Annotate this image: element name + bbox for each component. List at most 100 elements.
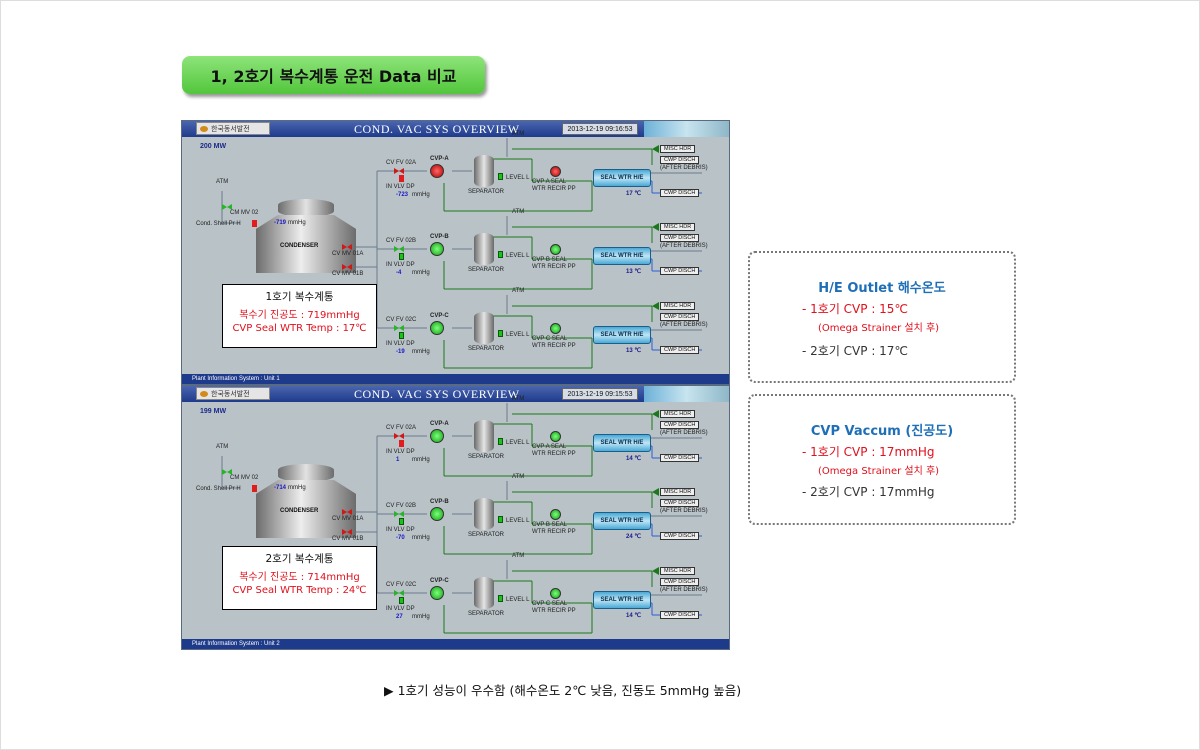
in-vlv-dp-unit: mmHg bbox=[412, 349, 430, 355]
atm-label: ATM bbox=[512, 131, 525, 137]
in-vlv-dp-label: IN VLV DP bbox=[386, 262, 415, 268]
summary-seal-temp: CVP Seal WTR Temp : 17℃ bbox=[232, 323, 367, 334]
in-vlv-dp-label: IN VLV DP bbox=[386, 341, 415, 347]
condenser-vessel: CONDENSER bbox=[256, 199, 356, 273]
in-vlv-dp-label: IN VLV DP bbox=[386, 449, 415, 455]
cvp-label: CVP-A bbox=[430, 421, 449, 427]
seal-recir-pump bbox=[550, 244, 561, 255]
cv-fv-label: CV FV 02C bbox=[386, 582, 417, 588]
screen-title: COND. VAC SYS OVERVIEW bbox=[354, 122, 520, 136]
in-vlv-dp-label: IN VLV DP bbox=[386, 527, 415, 533]
seal-recir-pump bbox=[550, 588, 561, 599]
company-logo: 한국동서발전 bbox=[196, 122, 270, 135]
seal-wtr-heat-exchanger: SEAL WTR H/E bbox=[593, 247, 651, 265]
separator-label: SEPARATOR bbox=[468, 346, 505, 352]
level-indicator bbox=[498, 173, 503, 180]
cwp-disch-tag: CWP DISCH bbox=[660, 156, 700, 164]
note-line-unit1: - 1호기 CVP : 15℃ bbox=[802, 302, 908, 316]
page-title: 1, 2호기 복수계통 운전 Data 비교 bbox=[182, 56, 485, 94]
misc-hdr-arrow bbox=[652, 145, 659, 153]
shell-pressure-value: -714 bbox=[274, 485, 287, 491]
in-vlv-dp-value: -70 bbox=[396, 535, 405, 541]
summary-title: 2호기 복수계통 bbox=[265, 553, 334, 565]
cwp-disch-tag: CWP DISCH bbox=[660, 189, 700, 197]
cond-shell-pressure-label: Cond. Shell Pr H bbox=[196, 221, 241, 227]
misc-hdr-tag: MISC HDR bbox=[660, 567, 696, 575]
level-label: LEVEL L bbox=[506, 175, 530, 181]
cv-fv-label: CV FV 02B bbox=[386, 503, 417, 509]
level-label: LEVEL L bbox=[506, 440, 530, 446]
in-valve-indicator bbox=[399, 175, 404, 182]
in-vlv-dp-unit: mmHg bbox=[412, 614, 430, 620]
header-banner-image bbox=[644, 386, 729, 402]
in-valve-indicator bbox=[399, 597, 404, 604]
level-label: LEVEL L bbox=[506, 253, 530, 259]
cvp-pump bbox=[430, 429, 444, 443]
conclusion-text: ▶ 1호기 성능이 우수함 (해수온도 2℃ 낮음, 진동도 5mmHg 높음) bbox=[384, 683, 742, 698]
separator-tank bbox=[474, 233, 494, 265]
cv-fv-label: CV FV 02C bbox=[386, 317, 417, 323]
cv-fv-valve bbox=[394, 590, 404, 596]
separator-tank bbox=[474, 420, 494, 452]
after-debris-label: (AFTER DEBRIS) bbox=[660, 508, 708, 514]
atm-label: ATM bbox=[512, 396, 525, 402]
shell-pressure-alarm bbox=[252, 485, 257, 492]
cvp-label: CVP-A bbox=[430, 156, 449, 162]
cv-fv-valve bbox=[394, 433, 404, 439]
seal-wtr-temp: 14 ℃ bbox=[626, 456, 642, 462]
misc-hdr-tag: MISC HDR bbox=[660, 410, 696, 418]
shell-pressure-alarm bbox=[252, 220, 257, 227]
recir-pump-label: CVP C SEAL WTR RECIR PP bbox=[532, 601, 576, 614]
atm-label: ATM bbox=[512, 553, 525, 559]
separator-tank bbox=[474, 498, 494, 530]
level-label: LEVEL L bbox=[506, 597, 530, 603]
recir-pump-label: CVP B SEAL WTR RECIR PP bbox=[532, 522, 576, 535]
cv-mv-01b-valve bbox=[342, 529, 352, 535]
cwp-disch-tag: CWP DISCH bbox=[660, 313, 700, 321]
cm-mv-02-valve bbox=[222, 469, 232, 475]
seal-wtr-temp: 24 ℃ bbox=[626, 534, 642, 540]
level-indicator bbox=[498, 516, 503, 523]
separator-tank bbox=[474, 577, 494, 609]
summary-seal-temp: CVP Seal WTR Temp : 24℃ bbox=[232, 585, 367, 596]
load-mw: 199 MW bbox=[200, 408, 227, 415]
in-vlv-dp-label: IN VLV DP bbox=[386, 184, 415, 190]
seal-wtr-temp: 17 ℃ bbox=[626, 191, 642, 197]
cv-mv-01b-label: CV MV 01B bbox=[332, 536, 364, 542]
misc-hdr-tag: MISC HDR bbox=[660, 302, 696, 310]
cvp-pump bbox=[430, 507, 444, 521]
note-line-unit1: - 1호기 CVP : 17mmHg bbox=[802, 445, 935, 459]
in-vlv-dp-unit: mmHg bbox=[412, 535, 430, 541]
shell-pressure-unit: mmHg bbox=[288, 220, 306, 226]
cv-fv-valve bbox=[394, 325, 404, 331]
atm-label: ATM bbox=[512, 474, 525, 480]
in-vlv-dp-value: -723 bbox=[396, 192, 409, 198]
after-debris-label: (AFTER DEBRIS) bbox=[660, 587, 708, 593]
cwp-disch-tag: CWP DISCH bbox=[660, 532, 700, 540]
cv-mv-01a-valve bbox=[342, 244, 352, 250]
cwp-disch-tag: CWP DISCH bbox=[660, 499, 700, 507]
seal-wtr-temp: 13 ℃ bbox=[626, 269, 642, 275]
after-debris-label: (AFTER DEBRIS) bbox=[660, 430, 708, 436]
cm-mv-02-label: CM MV 02 bbox=[230, 475, 259, 481]
in-vlv-dp-value: -19 bbox=[396, 349, 405, 355]
seal-wtr-heat-exchanger: SEAL WTR H/E bbox=[593, 169, 651, 187]
misc-hdr-arrow bbox=[652, 410, 659, 418]
recir-pump-label: CVP C SEAL WTR RECIR PP bbox=[532, 336, 576, 349]
cv-fv-valve bbox=[394, 511, 404, 517]
screen-footer: Plant Information System : Unit 1 bbox=[182, 374, 729, 384]
screen-timestamp: 2013-12-19 09:15:53 bbox=[562, 388, 638, 400]
in-vlv-dp-unit: mmHg bbox=[412, 192, 430, 198]
cv-mv-01b-label: CV MV 01B bbox=[332, 271, 364, 277]
atm-label: ATM bbox=[512, 288, 525, 294]
cvp-pump bbox=[430, 242, 444, 256]
after-debris-label: (AFTER DEBRIS) bbox=[660, 322, 708, 328]
in-vlv-dp-label: IN VLV DP bbox=[386, 606, 415, 612]
seal-recir-pump bbox=[550, 323, 561, 334]
condenser-label: CONDENSER bbox=[280, 243, 319, 249]
company-logo: 한국동서발전 bbox=[196, 387, 270, 400]
summary-vacuum: 복수기 진공도 : 719mmHg bbox=[239, 310, 360, 321]
